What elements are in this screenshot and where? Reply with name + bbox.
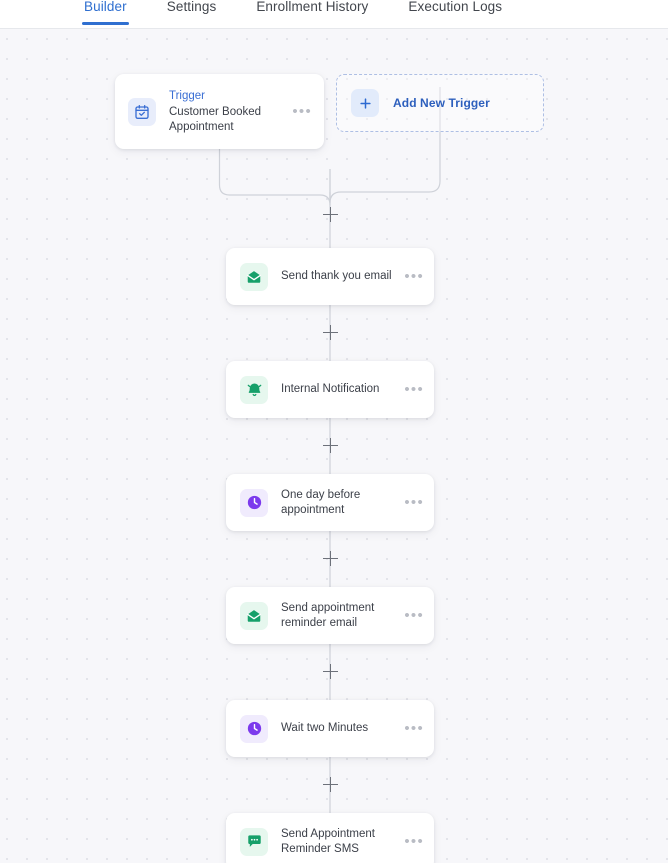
trigger-name-line2: Appointment xyxy=(169,120,234,133)
step-card-menu-icon[interactable]: ••• xyxy=(404,719,424,737)
step-title: Wait two Minutes xyxy=(281,722,369,735)
trigger-text-block: Trigger Customer Booked Appointment xyxy=(169,89,286,135)
bell-icon xyxy=(240,375,268,404)
clock-icon xyxy=(240,488,268,517)
step-card-one-day-before-appointment[interactable]: One day before appointment ••• xyxy=(226,474,434,531)
add-step-button-3[interactable] xyxy=(322,550,338,566)
envelope-icon xyxy=(240,262,268,291)
step-title: Send thank you email xyxy=(281,270,392,283)
calendar-check-icon xyxy=(128,97,156,126)
step-card-wait-two-minutes[interactable]: Wait two Minutes ••• xyxy=(226,700,434,757)
step-title: Internal Notification xyxy=(281,383,380,396)
step-title: One day before appointment xyxy=(281,489,361,516)
trigger-label: Trigger xyxy=(169,89,205,102)
workflow-canvas[interactable]: Trigger Customer Booked Appointment ••• … xyxy=(0,29,668,863)
add-new-trigger-button[interactable]: Add New Trigger xyxy=(336,74,544,132)
step-card-internal-notification[interactable]: Internal Notification ••• xyxy=(226,361,434,418)
step-title: Send Appointment Reminder SMS xyxy=(281,828,375,855)
step-card-menu-icon[interactable]: ••• xyxy=(404,267,424,285)
step-card-menu-icon[interactable]: ••• xyxy=(404,380,424,398)
tab-builder[interactable]: Builder xyxy=(82,0,129,24)
tab-bar: Builder Settings Enrollment History Exec… xyxy=(0,0,668,29)
step-card-menu-icon[interactable]: ••• xyxy=(404,832,424,850)
trigger-name-line1: Customer Booked xyxy=(169,105,262,118)
add-step-button-5[interactable] xyxy=(322,776,338,792)
add-step-button-0[interactable] xyxy=(322,206,338,222)
chat-bubble-icon xyxy=(240,827,268,856)
add-step-button-1[interactable] xyxy=(322,324,338,340)
step-card-menu-icon[interactable]: ••• xyxy=(404,493,424,511)
add-new-trigger-label: Add New Trigger xyxy=(393,96,490,110)
envelope-icon xyxy=(240,601,268,630)
add-step-button-2[interactable] xyxy=(322,437,338,453)
trigger-card-menu-icon[interactable]: ••• xyxy=(292,102,312,120)
step-card-send-appointment-reminder-email[interactable]: Send appointment reminder email ••• xyxy=(226,587,434,644)
step-title: Send appointment reminder email xyxy=(281,602,375,629)
tab-enrollment-history[interactable]: Enrollment History xyxy=(256,0,369,14)
tab-settings[interactable]: Settings xyxy=(166,0,217,14)
step-card-send-appointment-reminder-sms[interactable]: Send Appointment Reminder SMS ••• xyxy=(226,813,434,863)
step-card-menu-icon[interactable]: ••• xyxy=(404,606,424,624)
plus-icon xyxy=(351,89,379,117)
step-card-send-thank-you-email[interactable]: Send thank you email ••• xyxy=(226,248,434,305)
clock-icon xyxy=(240,714,268,743)
tab-execution-logs[interactable]: Execution Logs xyxy=(408,0,503,14)
trigger-card[interactable]: Trigger Customer Booked Appointment ••• xyxy=(115,74,324,149)
add-step-button-4[interactable] xyxy=(322,663,338,679)
